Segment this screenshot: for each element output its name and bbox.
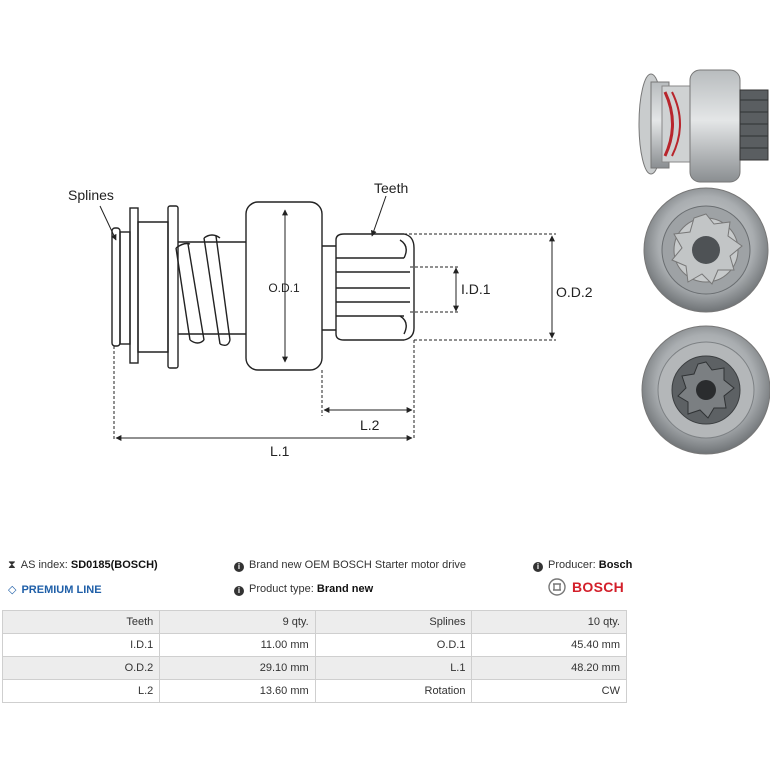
premium-line-badge: ◇ PREMIUM LINE xyxy=(8,583,102,596)
spec-name-cell: Splines xyxy=(314,610,473,634)
id1-label: I.D.1 xyxy=(461,281,491,297)
as-index-label: AS index: xyxy=(20,559,68,571)
product-photo-side xyxy=(638,69,769,183)
l2-label: L.2 xyxy=(360,417,380,433)
spec-value-cell: CW xyxy=(471,679,627,703)
spec-name-cell: Rotation xyxy=(314,679,473,703)
product-type: i Product type: Brand new xyxy=(234,583,373,596)
product-type-value: Brand new xyxy=(316,583,374,595)
product-photo-front xyxy=(643,187,769,313)
spec-name-cell: O.D.2 xyxy=(1,656,161,680)
spec-value-cell: 11.00 mm xyxy=(159,633,316,657)
spec-name-cell: Teeth xyxy=(1,610,161,634)
spec-value-cell: 45.40 mm xyxy=(471,633,627,657)
spec-value-cell: 48.20 mm xyxy=(471,656,627,680)
premium-line-label: PREMIUM LINE xyxy=(21,584,102,596)
spec-value-cell: 13.60 mm xyxy=(159,679,316,703)
spec-value-cell: 9 qty. xyxy=(159,610,316,634)
l1-label: L.1 xyxy=(270,443,290,459)
od2-label: O.D.2 xyxy=(556,284,593,300)
teeth-label: Teeth xyxy=(374,180,408,196)
product-photo-back xyxy=(641,325,770,455)
diamond-icon: ◇ xyxy=(8,584,17,596)
spec-name-cell: O.D.1 xyxy=(314,633,473,657)
producer-label: Producer: xyxy=(548,559,596,571)
as-index-value: SD0185(BOSCH) xyxy=(70,559,158,571)
spec-value-cell: 10 qty. xyxy=(471,610,627,634)
tag-icon: ⧗ xyxy=(8,559,16,571)
as-index: ⧗ AS index: SD0185(BOSCH) xyxy=(8,559,158,572)
spec-name-cell: L.1 xyxy=(314,656,473,680)
starter-drive-outline xyxy=(111,201,415,371)
bosch-logo-icon xyxy=(548,578,566,596)
description-text: Brand new OEM BOSCH Starter motor drive xyxy=(249,559,467,571)
info-icon: i xyxy=(234,586,244,596)
od1-label: O.D.1 xyxy=(268,281,300,295)
info-icon: i xyxy=(234,562,244,572)
product-type-label: Product type: xyxy=(249,583,314,595)
description: i Brand new OEM BOSCH Starter motor drive xyxy=(234,559,466,572)
spec-name-cell: I.D.1 xyxy=(1,633,161,657)
spec-value-cell: 29.10 mm xyxy=(159,656,316,680)
info-icon: i xyxy=(533,562,543,572)
spec-name-cell: L.2 xyxy=(1,679,161,703)
bosch-logo-text: BOSCH xyxy=(572,579,625,595)
technical-drawing: Splines Teeth O.D.1 I.D.1 O.D.2 L.2 L.1 xyxy=(68,69,770,459)
bosch-logo: BOSCH xyxy=(548,578,624,596)
splines-label: Splines xyxy=(68,187,114,203)
producer: i Producer: Bosch xyxy=(533,559,632,572)
producer-value: Bosch xyxy=(598,559,633,571)
